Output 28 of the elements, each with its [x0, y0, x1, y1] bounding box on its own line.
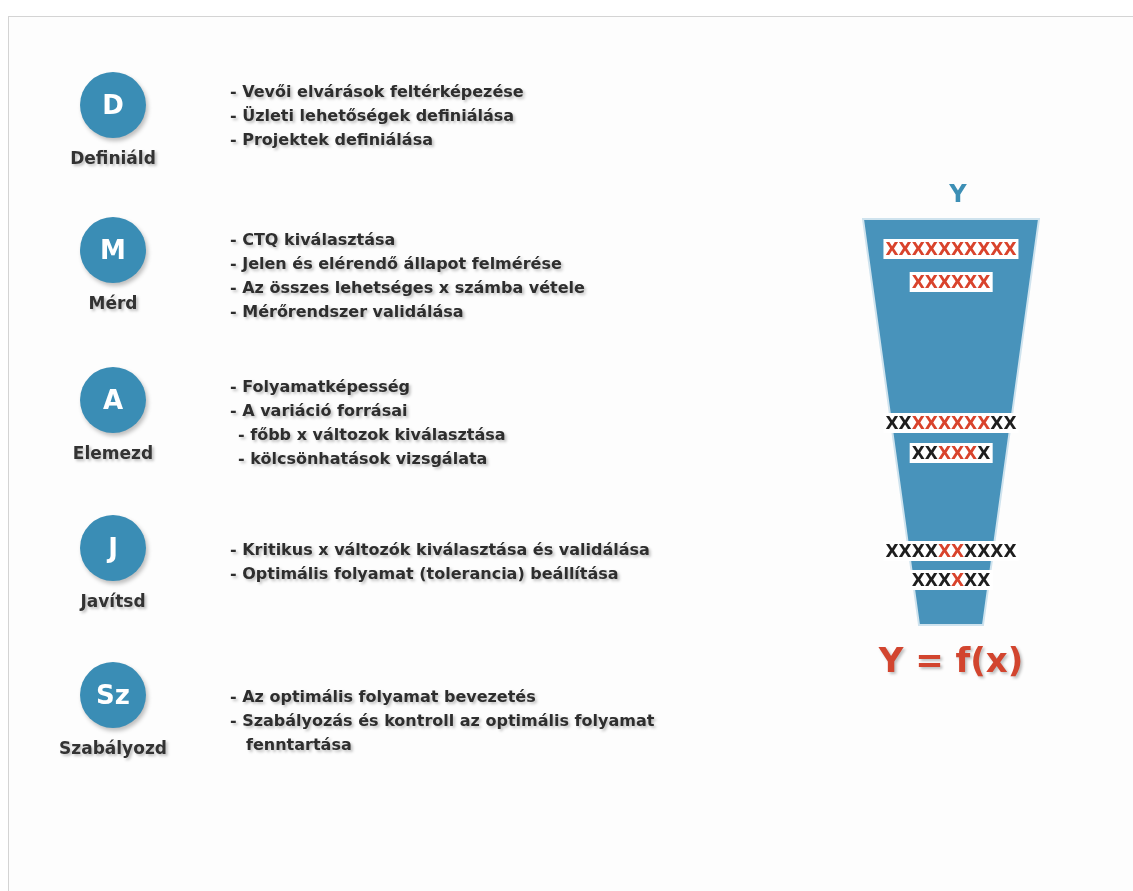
phase-name: Elemezd — [72, 443, 154, 463]
bullet-text: - Szabályozás és kontroll az optimális folyamat fenntartása — [230, 710, 656, 756]
phase-name: Szabályozd — [59, 738, 167, 758]
formula-text: Y = f(x) — [878, 640, 1024, 680]
variable-row: XXXXXXXXXX — [883, 541, 1019, 561]
phase-name: Mérd — [88, 293, 138, 313]
variable-row: XXXXXX — [909, 570, 993, 590]
bullet-text: - Jelen és elérendő állapot felmérése — [230, 253, 563, 275]
phase-name: Definiáld — [70, 148, 156, 168]
phase-name: Javítsd — [80, 591, 146, 611]
bullet-text: - Üzleti lehetőségek definiálása — [230, 105, 516, 127]
bullet-text: - Vevői elvárások feltérképezése — [230, 81, 525, 103]
variable-row: XXXXXX — [909, 272, 993, 292]
bullet-text: - Mérőrendszer validálása — [230, 301, 465, 323]
bullet-text: - főbb x változok kiválasztása — [238, 424, 507, 446]
bullet-text: - A variáció forrásai — [230, 400, 409, 422]
bullet-text: - Optimális folyamat (tolerancia) beállítása — [230, 563, 620, 585]
bullet-text: - Projektek definiálása — [230, 129, 434, 151]
axis-letter: Y — [949, 180, 967, 208]
bullet-text: - Az optimális folyamat bevezetés — [230, 686, 537, 708]
bullet-text: - Kritikus x változók kiválasztása és validálása — [230, 539, 651, 561]
bullet-text: - Az összes lehetséges x számba vétele — [230, 277, 586, 299]
bullet-text: - Folyamatképesség — [230, 376, 412, 398]
variable-row: XXXXXXXXXX — [883, 413, 1019, 433]
bullet-text: - kölcsönhatások vizsgálata — [238, 448, 489, 470]
variable-row: XXXXXXXXXX — [883, 239, 1019, 259]
bullet-text: - CTQ kiválasztása — [230, 229, 397, 251]
variable-row: XXXXXX — [909, 443, 993, 463]
